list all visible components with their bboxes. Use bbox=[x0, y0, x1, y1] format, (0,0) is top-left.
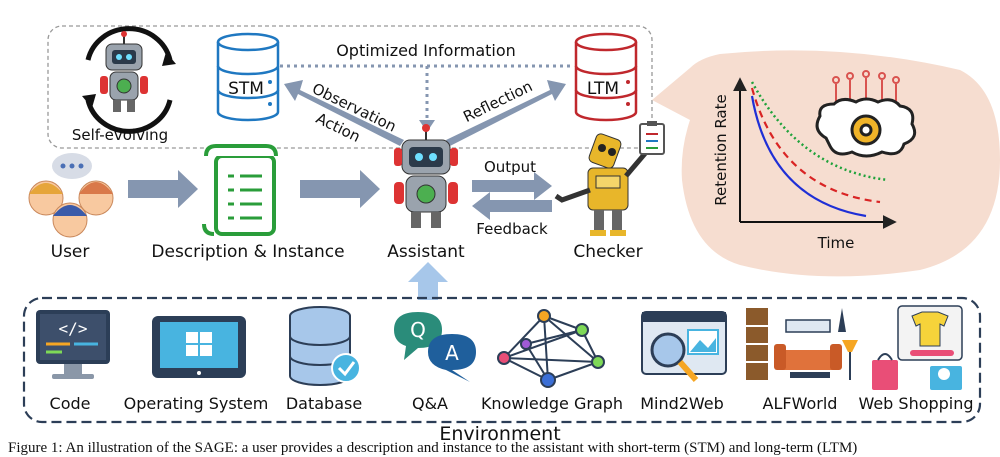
env-label-knowledge-graph: Knowledge Graph bbox=[481, 394, 623, 413]
reflection-arrow bbox=[446, 80, 566, 146]
code-monitor-icon: </> bbox=[36, 310, 110, 379]
retention-curve-blue bbox=[750, 95, 867, 218]
optimized-information-label: Optimized Information bbox=[336, 41, 516, 60]
retention-curve-red bbox=[750, 87, 881, 204]
optimized-information-connector bbox=[280, 64, 574, 122]
assistant-label: Assistant bbox=[387, 242, 465, 262]
checker-robot-icon bbox=[554, 121, 665, 236]
feedback-arrow bbox=[472, 192, 552, 220]
retention-rate-label: Retention Rate bbox=[712, 94, 730, 206]
room-furniture-icon bbox=[746, 308, 858, 380]
env-label-web-shopping: Web Shopping bbox=[858, 394, 973, 413]
figure-caption: Figure 1: An illustration of the SAGE: a… bbox=[8, 440, 858, 456]
svg-text:</>: </> bbox=[59, 319, 88, 338]
env-label-operating-system: Operating System bbox=[124, 394, 269, 413]
stm-database-icon bbox=[216, 32, 280, 122]
environment-label: Environment bbox=[439, 423, 560, 445]
env-label-alfworld: ALFWorld bbox=[763, 394, 838, 413]
ltm-label: LTM bbox=[587, 79, 619, 99]
output-label: Output bbox=[484, 158, 536, 176]
stm-label: STM bbox=[228, 79, 264, 99]
description-instance-label: Description & Instance bbox=[151, 242, 344, 262]
env-label-qa: Q&A bbox=[412, 394, 448, 413]
retention-curve-green bbox=[750, 81, 889, 182]
knowledge-graph-icon bbox=[497, 309, 605, 388]
checker-label: Checker bbox=[573, 242, 642, 262]
description-to-assistant-arrow bbox=[300, 170, 380, 208]
brain-gear-icon bbox=[815, 70, 917, 158]
env-label-database: Database bbox=[286, 394, 362, 413]
retention-chart bbox=[733, 77, 897, 229]
description-scroll-icon bbox=[202, 144, 278, 236]
environment-to-assistant-arrow bbox=[408, 262, 448, 300]
observation-action-arrow bbox=[284, 80, 404, 146]
output-arrow bbox=[472, 172, 552, 200]
svg-text:A: A bbox=[445, 341, 459, 365]
database-icon bbox=[289, 306, 361, 386]
feedback-label: Feedback bbox=[476, 220, 548, 238]
user-label: User bbox=[51, 242, 90, 262]
self-evolving-label: Self-evolving bbox=[72, 126, 168, 144]
env-label-mind2web: Mind2Web bbox=[640, 394, 724, 413]
svg-text:Q: Q bbox=[410, 318, 426, 342]
memory-box bbox=[47, 25, 653, 149]
windows-monitor-icon bbox=[152, 316, 246, 378]
web-search-icon bbox=[641, 311, 727, 382]
qa-bubbles-icon: Q A bbox=[394, 312, 476, 382]
ltm-database-icon bbox=[574, 32, 638, 122]
env-label-code: Code bbox=[50, 394, 91, 413]
environment-box bbox=[22, 296, 982, 424]
user-to-description-arrow bbox=[128, 170, 198, 208]
user-group-icon bbox=[28, 153, 114, 238]
shopping-icon bbox=[872, 305, 963, 390]
assistant-robot-icon bbox=[394, 124, 458, 228]
time-label: Time bbox=[817, 234, 855, 252]
self-evolving-robot-icon bbox=[82, 26, 176, 134]
